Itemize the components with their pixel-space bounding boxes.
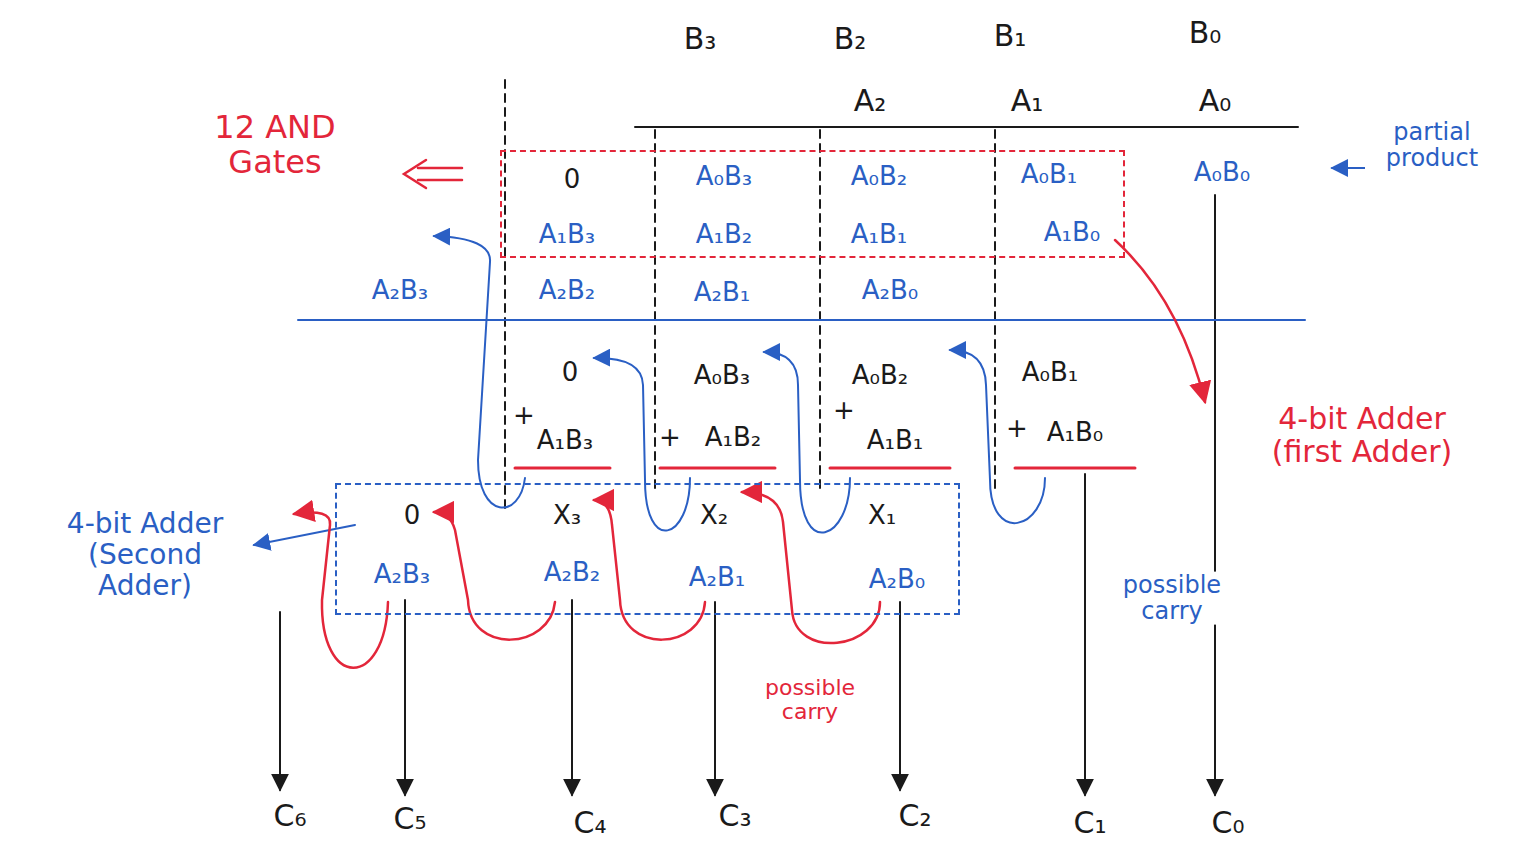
sum-operand: 0 — [560, 358, 581, 387]
sum-operand: A₀B₃ — [692, 361, 752, 390]
partial-product: A₂B₁ — [687, 563, 747, 592]
partial-product: A₂B₂ — [542, 558, 602, 587]
column-divider — [654, 130, 656, 490]
output-bit: C₁ — [1072, 806, 1109, 839]
sum-operand: A₀B₁ — [1020, 358, 1080, 387]
callout-note: 4-bit Adder (Second Adder) — [43, 509, 247, 601]
carry-loop — [294, 512, 388, 667]
partial-product: A₂B₃ — [372, 560, 432, 589]
column-header: B₁ — [992, 19, 1029, 52]
callout-note: 4-bit Adder (first Adder) — [1245, 402, 1479, 468]
carry-loop — [594, 358, 690, 531]
output-arrow — [899, 602, 901, 790]
sum-underline — [830, 467, 950, 470]
partial-product: A₁B₁ — [849, 220, 909, 249]
partial-product: 0 — [562, 165, 583, 194]
double-arrow-head — [404, 160, 426, 188]
column-divider — [819, 130, 821, 490]
callout-note: possible carry — [1105, 572, 1239, 625]
column-header: A₁ — [1009, 84, 1046, 117]
partial-product: A₂B₃ — [370, 276, 430, 305]
output-arrow — [1084, 474, 1086, 795]
partial-product: A₂B₀ — [867, 565, 927, 594]
multiplication-rule — [635, 126, 1298, 128]
partial-product: A₂B₂ — [537, 276, 597, 305]
callout-note: partial product — [1365, 119, 1499, 172]
output-arrow — [1214, 195, 1216, 795]
carry-loop — [434, 236, 525, 508]
partial-product: A₀B₀ — [1192, 158, 1252, 187]
partial-product: X₃ — [551, 501, 583, 530]
output-bit: C₃ — [717, 799, 754, 832]
partial-product: A₀B₁ — [1019, 160, 1079, 189]
output-bit: C₅ — [392, 802, 429, 835]
column-header: A₀ — [1197, 84, 1234, 117]
and-gate-group: 0 A₀B₃ A₀B₂ A₀B₁ A₁B₃ A₁B₂ A₁B₁ A₁B₀ — [500, 150, 1125, 258]
plus-sign: + — [831, 396, 857, 425]
sum-underline — [660, 467, 775, 470]
sum-rule — [298, 319, 1305, 321]
leader-arrow — [1115, 240, 1205, 402]
partial-product: X₁ — [866, 501, 898, 530]
partial-product: A₁B₀ — [1042, 218, 1102, 247]
sum-operand: A₁B₃ — [535, 426, 595, 455]
column-divider — [994, 130, 996, 490]
sum-underline — [515, 467, 610, 470]
column-divider — [504, 80, 506, 510]
partial-product: A₁B₃ — [537, 220, 597, 249]
output-arrow — [404, 600, 406, 795]
partial-product: A₂B₀ — [860, 276, 920, 305]
callout-note: 12 AND Gates — [193, 110, 357, 180]
sum-operand: A₁B₂ — [703, 423, 763, 452]
leader-arrow — [254, 525, 355, 545]
carry-loop — [434, 512, 555, 640]
carry-loop — [742, 492, 880, 643]
partial-product: A₂B₁ — [692, 278, 752, 307]
output-bit: C₂ — [897, 799, 934, 832]
output-arrow — [714, 602, 716, 795]
output-bit: C₀ — [1210, 806, 1247, 839]
plus-sign: + — [1004, 414, 1030, 443]
column-header: A₂ — [852, 84, 889, 117]
partial-product: X₂ — [698, 501, 730, 530]
output-bit: C₆ — [272, 799, 309, 832]
output-arrow — [279, 612, 281, 790]
double-arrow — [418, 168, 462, 180]
partial-product: A₀B₂ — [849, 162, 909, 191]
partial-product: 0 — [402, 501, 423, 530]
sum-operand: A₁B₀ — [1045, 418, 1105, 447]
partial-product: A₁B₂ — [694, 220, 754, 249]
output-arrow — [571, 600, 573, 795]
column-header: B₃ — [682, 22, 719, 55]
callout-note: possible carry — [748, 676, 872, 724]
sum-operand: A₀B₂ — [850, 361, 910, 390]
sum-underline — [1015, 467, 1135, 470]
output-bit: C₄ — [572, 806, 609, 839]
plus-sign: + — [657, 423, 683, 452]
second-adder-group: 0 X₃ X₂ X₁ A₂B₃ A₂B₂ A₂B₁ A₂B₀ — [335, 483, 960, 615]
partial-product: A₀B₃ — [694, 162, 754, 191]
plus-sign: + — [511, 401, 537, 430]
column-header: B₀ — [1187, 16, 1224, 49]
sum-operand: A₁B₁ — [865, 426, 925, 455]
column-header: B₂ — [832, 22, 869, 55]
